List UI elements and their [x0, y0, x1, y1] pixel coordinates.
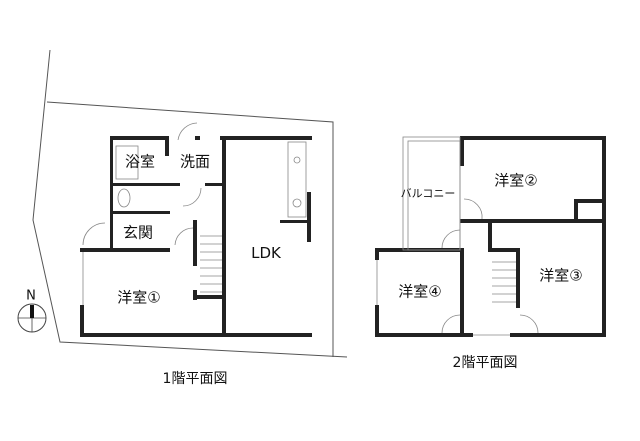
room-label-room1: 洋室①	[117, 288, 161, 307]
room-label-room4: 洋室④	[398, 282, 442, 301]
room-label-balcony: バルコニー	[400, 187, 456, 200]
room-label-entrance: 玄関	[122, 223, 154, 242]
floor2-fixtures	[376, 136, 539, 336]
floor1-fixtures	[82, 122, 307, 305]
room-label-bath: 浴室	[124, 152, 156, 171]
floor1-caption: 1階平面図	[162, 371, 228, 387]
floor2-walls	[375, 136, 606, 337]
room-label-room2: 洋室②	[494, 171, 538, 190]
room-label-ldk: LDK	[251, 244, 281, 262]
compass-north-label: N	[26, 288, 36, 304]
floor1-walls	[80, 136, 312, 337]
room-label-room3: 洋室③	[539, 266, 583, 285]
property-line	[32, 49, 348, 358]
room-label-washroom: 洗面	[179, 152, 211, 171]
compass-icon	[17, 303, 47, 333]
floor2-caption: 2階平面図	[452, 355, 518, 371]
